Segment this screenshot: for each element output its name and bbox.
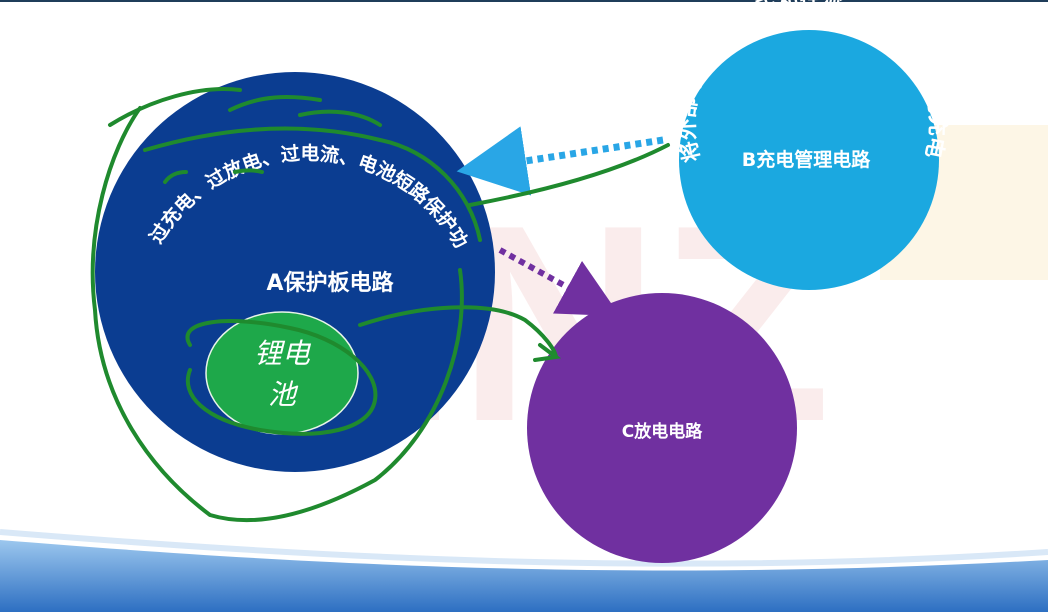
pen-outer-loop [90,106,464,523]
charging-management-title: B充电管理电路 [742,148,871,171]
pen-battery-loop [185,319,378,436]
pen-top-scribble [108,87,482,242]
battery-ellipse [205,311,359,435]
protection-board-circle [95,72,495,472]
arrow-protection-to-discharge [498,247,621,317]
discharge-circle [527,293,797,563]
pen-annotations [90,87,670,523]
pen-link-charging [468,143,670,207]
footer-wave-highlight [0,529,1048,567]
arrow-charging-to-protection [456,126,664,196]
pen-arrowhead-discharge [533,343,562,362]
battery-label-line1: 锂电 [254,337,312,370]
charging-management-circle [679,30,939,290]
pen-arc-marks [163,95,382,184]
pen-link-discharge [358,305,558,359]
battery-label-line2: 池 [268,378,299,411]
protection-board-title: A保护板电路 [266,270,394,296]
footer-wave [0,540,1048,612]
top-border [0,0,1048,2]
discharge-title: C放电电路 [622,421,703,442]
